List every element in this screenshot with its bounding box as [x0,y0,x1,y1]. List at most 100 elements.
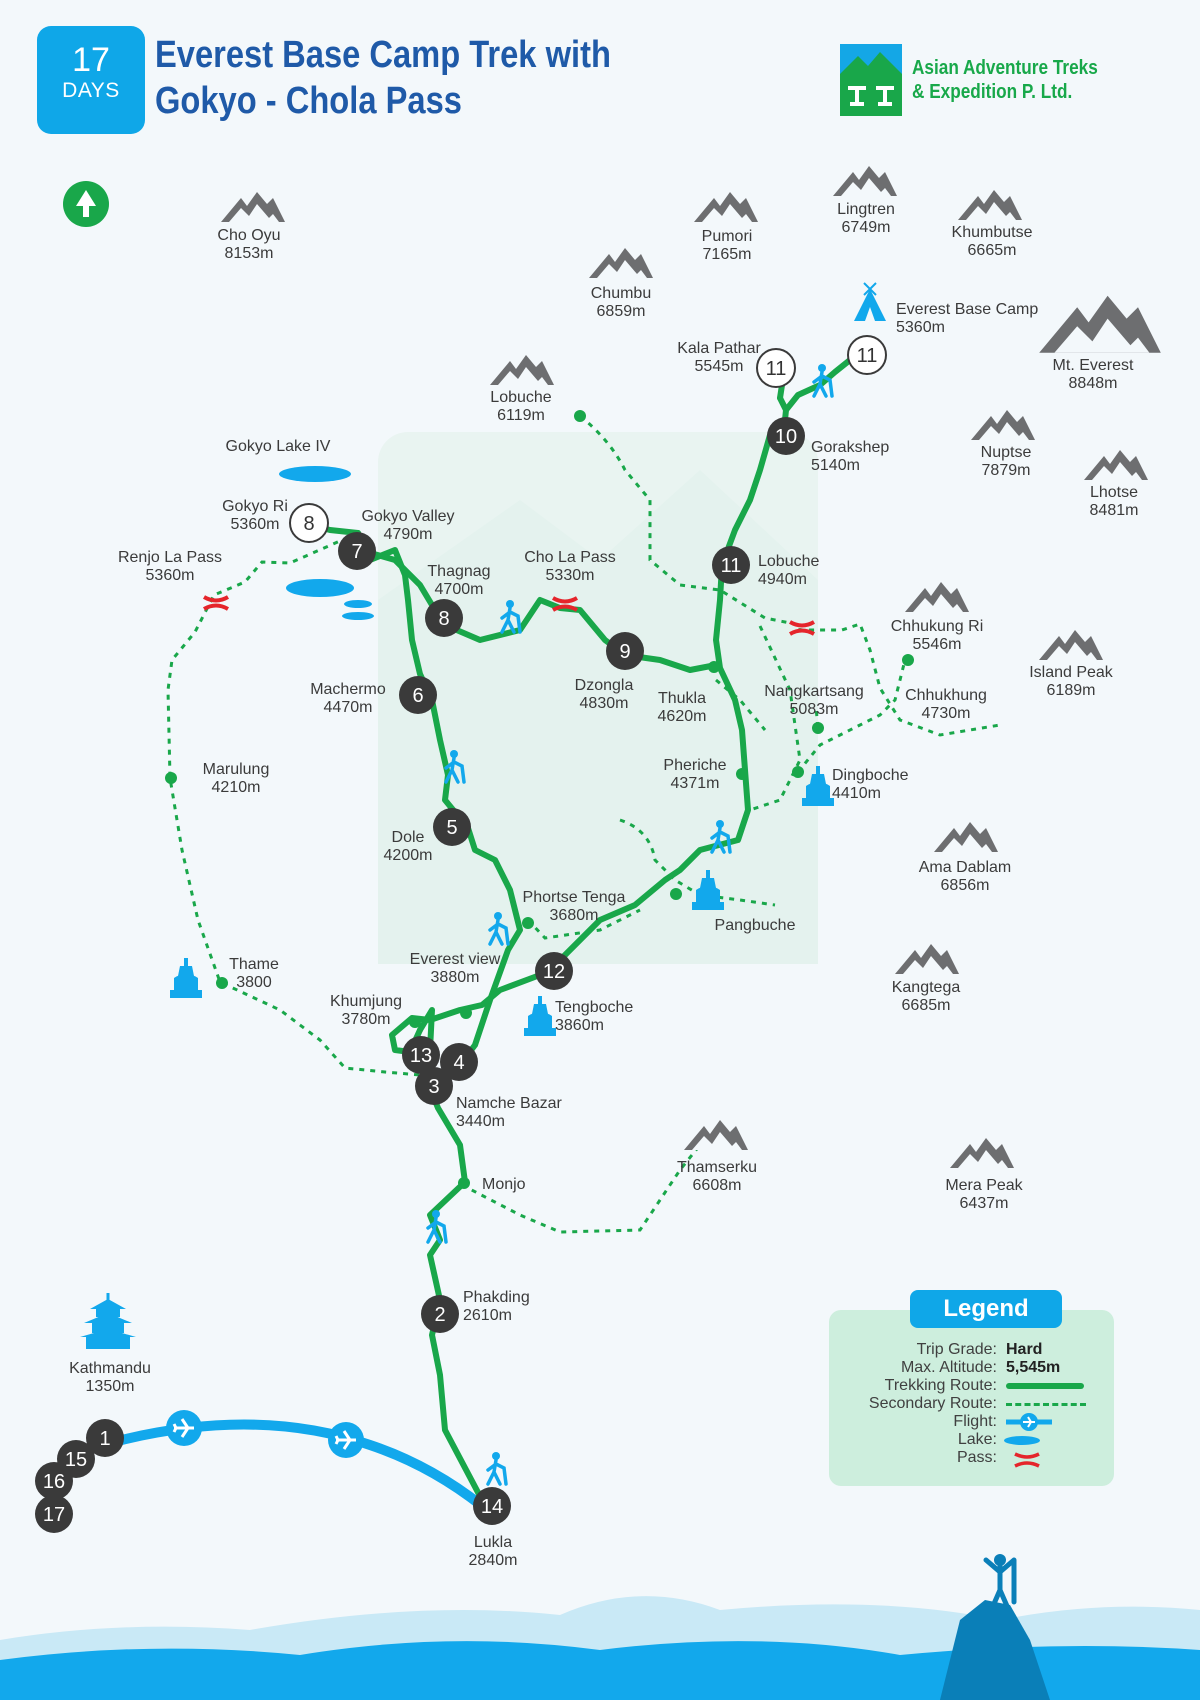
place-name: Phortse Tenga [523,889,626,906]
north-arrow-icon [63,181,109,227]
legend-pass-icon [1012,1449,1042,1474]
mountain-icon [833,166,897,196]
peak-name: Mera Peak [945,1177,1023,1194]
place-name: Machermo [310,681,386,698]
day-marker-11: 11 [712,546,750,584]
place-name: Cho La Pass [524,549,616,566]
day-marker-label: 1 [99,1428,110,1450]
place-elev: 4940m [758,571,807,588]
watermark-logo [378,432,818,964]
day-marker-4: 4 [440,1043,478,1081]
day-marker-2: 2 [421,1295,459,1333]
place-name: Gokyo Ri [222,498,288,515]
place-elev: 4790m [384,526,433,543]
mountain-icon [971,410,1035,440]
place-name: Nangkartsang [764,683,864,700]
place-elev: 4210m [212,779,261,796]
company-logo-icon [840,44,902,116]
mountain-icon [905,582,969,612]
legend-secondary-route-label: Secondary Route: [868,1395,997,1412]
company-line-2: & Expedition P. Ltd. [912,81,1073,103]
mountain-icon [694,192,758,222]
peak-elev: 6749m [842,219,891,236]
company-name: Asian Adventure Treks & Expedition P. Lt… [912,56,1101,104]
mountain-silhouette [0,1554,1200,1700]
day-marker-8: 8 [425,599,463,637]
day-marker-label: 2 [434,1304,445,1326]
place-elev: 3860m [555,1017,604,1034]
place-name: Everest view [410,951,501,968]
place-elev: 5330m [546,567,595,584]
place-elev: 5083m [790,701,839,718]
place-name: Thagnag [427,563,490,580]
day-marker-label: 6 [412,685,423,707]
place-elev: 3800 [236,974,272,991]
place-elev: 3440m [456,1113,505,1130]
peak-elev: 6189m [1047,682,1096,699]
place-name: Dole [392,829,425,846]
day-marker-label: 11 [721,555,742,577]
place-name: Monjo [482,1176,526,1193]
day-marker-label: 9 [619,641,630,663]
place-name: Lobuche [758,553,819,570]
day-marker-label: 7 [351,541,362,563]
day-marker-11: 11 [756,348,796,388]
day-marker-label: 10 [775,426,797,448]
day-marker-10: 10 [767,417,805,455]
stupa-icon [170,958,202,998]
peak-elev: 6608m [693,1177,742,1194]
place-elev: 4730m [922,705,971,722]
legend-flight-label: Flight: [953,1413,997,1430]
place-elev: 3880m [431,969,480,986]
peak-name: Lingtren [837,201,895,218]
peak-elev: 5546m [913,636,962,653]
place-name: Gorakshep [811,439,889,456]
place-elev: 5360m [896,319,945,336]
peak-elev: 7879m [982,462,1031,479]
day-marker-label: 12 [543,961,565,983]
legend-trekking-route-label: Trekking Route: [884,1377,997,1394]
waypoint-dots [165,410,914,1189]
place-elev: 2840m [469,1552,518,1569]
legend-title: Legend [910,1290,1062,1328]
day-marker-9: 9 [606,632,644,670]
peak-elev: 8848m [1069,375,1118,392]
peak-name: Lhotse [1090,484,1138,501]
days-badge: 17 DAYS [37,26,145,134]
legend-trekking-route-swatch [1006,1383,1084,1389]
company-line-1: Asian Adventure Treks [912,57,1098,79]
legend-lake-label: Lake: [957,1431,997,1448]
days-number: 17 [72,41,110,79]
place-name: Thukla [658,690,706,707]
day-marker-label: 14 [481,1496,503,1518]
lake-icon [279,466,351,482]
place-elev: 4700m [435,581,484,598]
place-pangbuche: Pangbuche [715,917,796,934]
peak-elev: 6685m [902,997,951,1014]
place-elev: 3780m [342,1011,391,1028]
mountain-icon [589,248,653,278]
legend-trip-grade-label: Trip Grade: [916,1341,997,1358]
place-name: Chhukhung [905,687,987,704]
mountain-icon [1039,295,1161,353]
peak-name: Mt. Everest [1053,357,1134,374]
peak-name: Island Peak [1029,664,1114,681]
place-name: Lukla [474,1534,512,1551]
